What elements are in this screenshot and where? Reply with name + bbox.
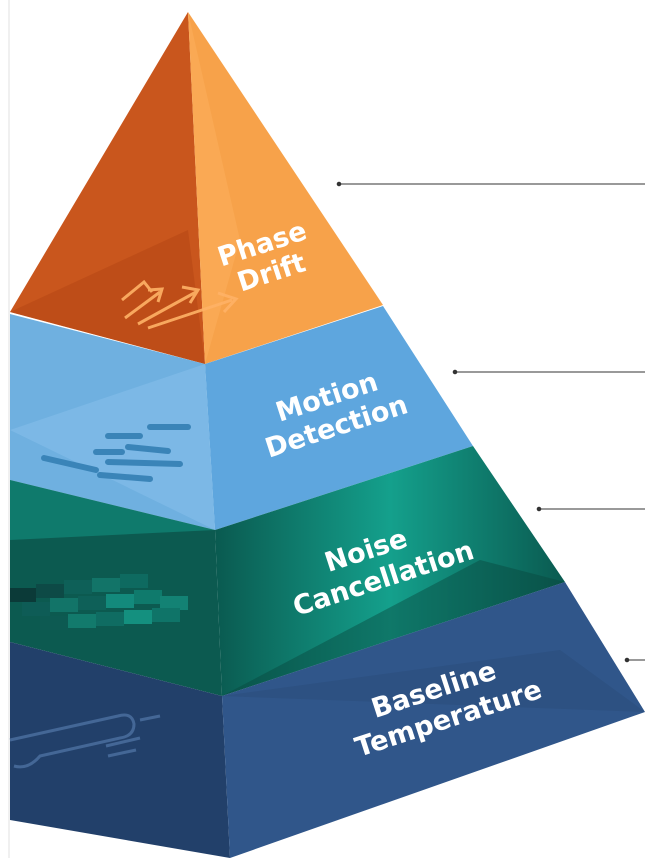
tier-face-left	[10, 314, 215, 530]
tier-face-shade-right	[222, 560, 565, 696]
tier-baseline-temperature: Baseline Temperature	[9, 582, 645, 858]
leader-line-baseline-temperature	[624, 657, 645, 663]
tier-motion-detection: Motion Detection	[10, 306, 473, 530]
thermometer-icon	[9, 713, 161, 769]
tier-face-shade	[222, 650, 645, 712]
leader-line-noise-cancellation	[536, 506, 645, 512]
tier-face-shade	[10, 480, 215, 540]
tier-face-right	[215, 446, 565, 696]
leader-lines	[336, 181, 645, 663]
motion-lines-icon	[41, 424, 191, 482]
tier-face-right	[222, 582, 645, 858]
tier-face-shade	[10, 230, 205, 364]
grid-squares-icon	[10, 574, 188, 630]
arrows-icon	[121, 279, 239, 330]
tier-face-left	[10, 642, 230, 858]
tier-face-right	[205, 306, 473, 530]
tier-face-right	[188, 12, 383, 364]
tier-face-highlight	[10, 364, 215, 530]
tier-phase-drift: Phase Drift	[10, 12, 383, 364]
tier-face-highlight	[188, 12, 240, 364]
leader-line-motion-detection	[452, 369, 645, 375]
leader-line-phase-drift	[336, 181, 645, 187]
tier-noise-cancellation: Noise Cancellation	[10, 446, 565, 696]
